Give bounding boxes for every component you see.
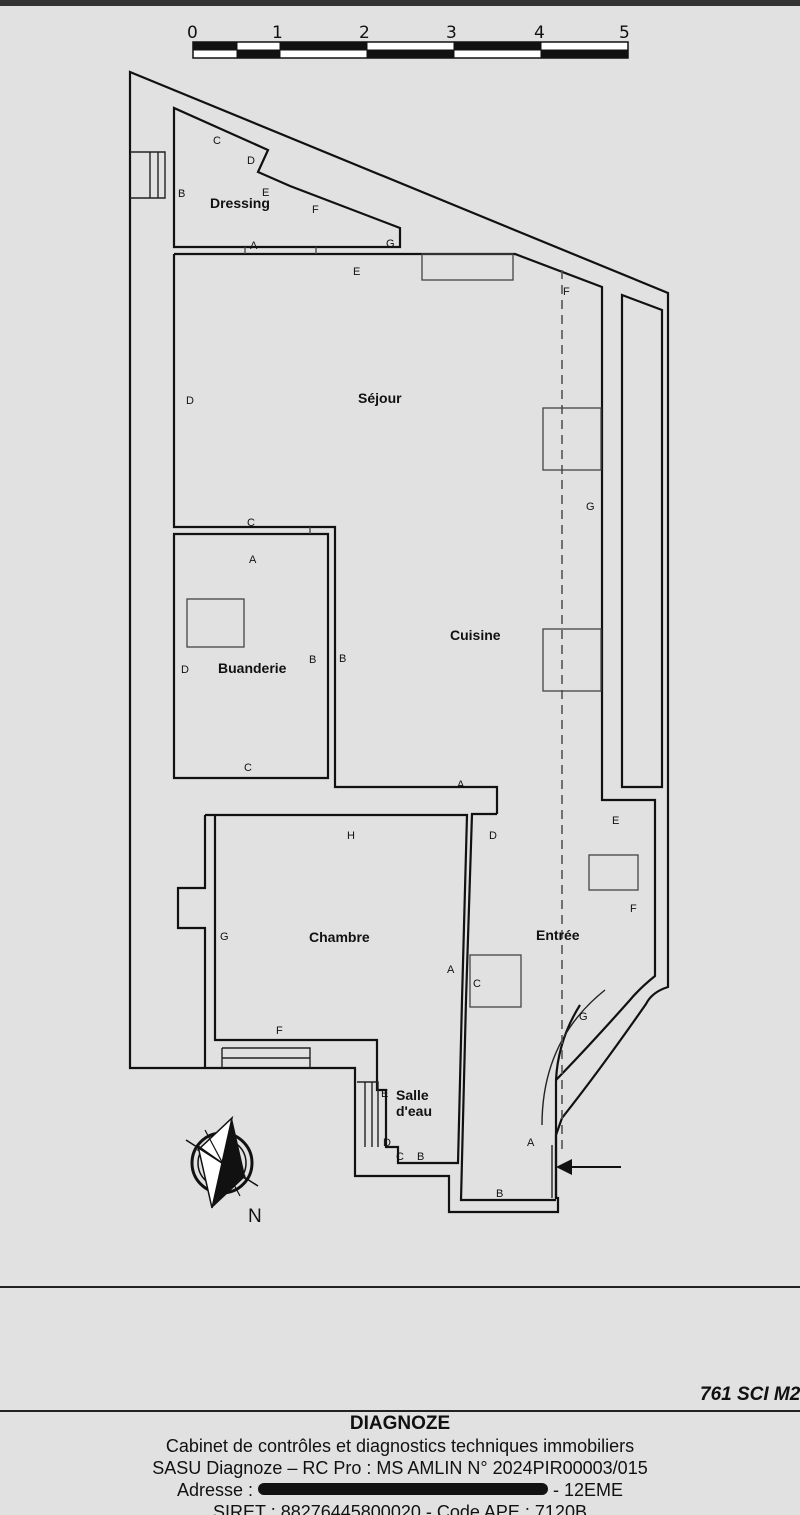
scale-tick-4: 4 bbox=[534, 23, 545, 43]
wall-label: E bbox=[353, 266, 360, 278]
top-edge-bar bbox=[0, 0, 800, 6]
wall-label: G bbox=[220, 931, 229, 943]
wall-label: H bbox=[347, 830, 355, 842]
wall-label: B bbox=[417, 1151, 424, 1163]
wall-label: C bbox=[244, 762, 252, 774]
wall-label: C bbox=[396, 1151, 404, 1163]
wall-label: D bbox=[383, 1137, 391, 1149]
wall-label: C bbox=[247, 517, 255, 529]
wall-label: A bbox=[250, 240, 258, 252]
wall-label: B bbox=[339, 653, 346, 665]
wall-label: B bbox=[309, 654, 316, 666]
outer-walls bbox=[128, 70, 670, 1214]
wall-label: A bbox=[527, 1137, 535, 1149]
room-entree: Entrée bbox=[536, 927, 580, 943]
wall-label: B bbox=[178, 188, 185, 200]
wall-label: C bbox=[213, 135, 221, 147]
room-sejour: Séjour bbox=[358, 390, 402, 406]
wall-label: F bbox=[563, 286, 570, 298]
footer-divider bbox=[0, 1410, 800, 1412]
wall-label: D bbox=[247, 155, 255, 167]
wall-label: D bbox=[186, 395, 194, 407]
divider-line bbox=[0, 1286, 800, 1288]
entrance-arrow-icon bbox=[556, 1159, 621, 1175]
compass-north-label: N bbox=[248, 1206, 262, 1227]
wall-label: D bbox=[181, 664, 189, 676]
wall-label: F bbox=[630, 903, 637, 915]
wall-label: G bbox=[386, 238, 395, 250]
address-prefix: Adresse : bbox=[176, 1480, 253, 1500]
wall-label: E bbox=[612, 815, 619, 827]
scale-tick-1: 1 bbox=[272, 23, 283, 43]
scale-tick-0: 0 bbox=[187, 23, 198, 43]
wall-label: F bbox=[312, 204, 319, 216]
scale-bar: 0 1 2 3 4 5 bbox=[187, 23, 630, 59]
dressing-walls bbox=[172, 106, 402, 249]
floor-plan: 0 1 2 3 4 5 bbox=[128, 23, 670, 1227]
document-reference: 761 SCI M2 bbox=[700, 1384, 800, 1405]
wall-label: G bbox=[579, 1011, 588, 1023]
company-insurance: SASU Diagnoze – RC Pro : MS AMLIN N° 202… bbox=[152, 1458, 648, 1478]
wall-label: A bbox=[447, 964, 455, 976]
footer: DIAGNOZE Cabinet de contrôles et diagnos… bbox=[0, 1413, 800, 1515]
scale-tick-3: 3 bbox=[446, 23, 457, 43]
wall-label: E bbox=[381, 1088, 388, 1100]
wall-label: G bbox=[586, 501, 595, 513]
room-salle-deau-line1: Salle bbox=[396, 1087, 429, 1103]
wall-label: D bbox=[489, 830, 497, 842]
compass-icon bbox=[185, 1115, 259, 1209]
scale-tick-2: 2 bbox=[359, 23, 370, 43]
room-salle-deau-line2: d'eau bbox=[396, 1103, 432, 1119]
company-address: Adresse : - 12EME bbox=[0, 1479, 800, 1501]
company-description: Cabinet de contrôles et diagnostics tech… bbox=[165, 1436, 635, 1456]
wall-label: F bbox=[276, 1025, 283, 1037]
wall-label: B bbox=[496, 1188, 503, 1200]
company-siret: SIRET : 88276445800020 - Code APE : 7120… bbox=[213, 1502, 587, 1515]
room-cuisine: Cuisine bbox=[450, 627, 501, 643]
company-name: DIAGNOZE bbox=[349, 1413, 451, 1434]
address-suffix: - 12EME bbox=[548, 1480, 624, 1500]
fixtures bbox=[186, 247, 639, 1150]
room-dressing: Dressing bbox=[210, 195, 270, 211]
room-buanderie: Buanderie bbox=[218, 660, 287, 676]
redaction-mark bbox=[258, 1483, 549, 1496]
buanderie-walls bbox=[172, 532, 330, 780]
scale-tick-5: 5 bbox=[619, 23, 630, 43]
wall-label: A bbox=[457, 779, 465, 791]
wall-label: A bbox=[249, 554, 257, 566]
room-chambre: Chambre bbox=[309, 929, 370, 945]
wall-label: C bbox=[473, 978, 481, 990]
wall-label: E bbox=[262, 187, 269, 199]
entree-cupboard-walls bbox=[620, 293, 664, 789]
